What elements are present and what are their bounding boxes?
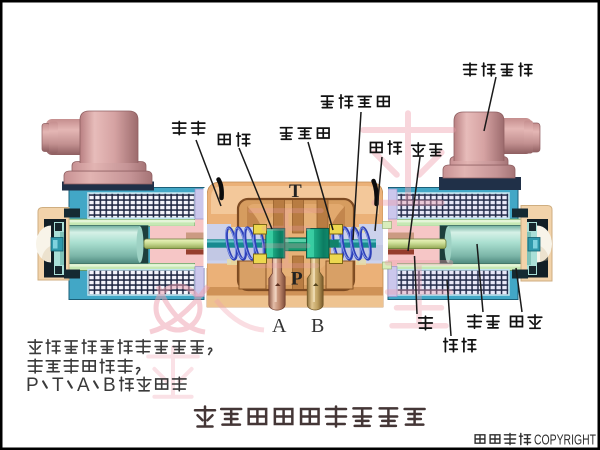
svg-text:P: P (26, 375, 39, 396)
svg-text:P: P (291, 269, 303, 290)
svg-text:T: T (52, 375, 64, 396)
svg-text:A: A (77, 375, 90, 396)
svg-text:COPYRIGHT: COPYRIGHT (534, 432, 596, 449)
svg-text:B: B (103, 375, 116, 396)
svg-text:A: A (272, 315, 287, 337)
svg-text:B: B (311, 315, 324, 337)
svg-text:T: T (289, 181, 302, 202)
